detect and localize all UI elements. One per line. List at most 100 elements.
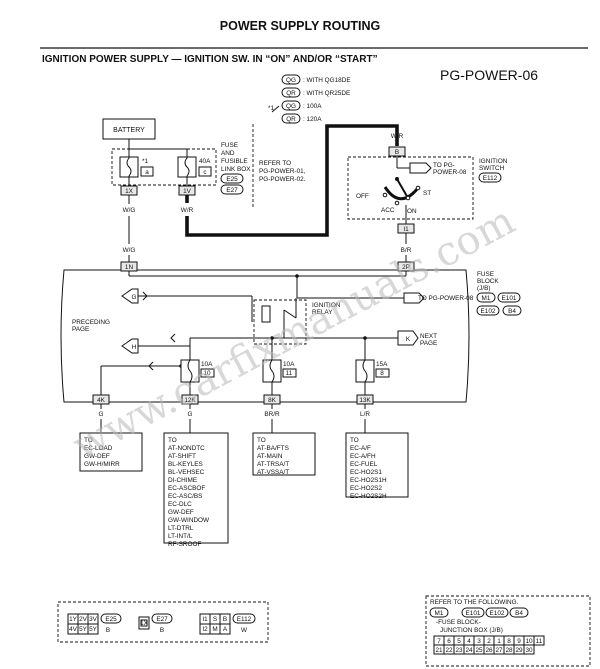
connector-code: E101 — [502, 295, 517, 302]
connector-view-e25: 1Y 2V 3V 4V 5Y 5Y E25 B — [67, 613, 122, 635]
jb-grid-label: 3 — [477, 638, 481, 645]
connector-code: E25 — [226, 176, 238, 183]
cell: S — [213, 616, 217, 623]
jb-grid-label: 5 — [457, 638, 461, 645]
flow-arrow — [170, 333, 176, 343]
jb-grid-label: 21 — [435, 647, 443, 654]
jb-grid-label: 7 — [437, 638, 441, 645]
wire-label-wg-lower: W/G — [123, 247, 136, 254]
fuse-block-label-2: BLOCK — [477, 278, 499, 285]
legend-badge-qg — [281, 74, 301, 85]
switch-contact-st — [415, 185, 421, 191]
fuse-block-label-3: (J/B) — [477, 285, 491, 292]
legend-text: : 100A — [303, 103, 322, 110]
switch-contact-off — [382, 192, 388, 198]
legend-badge-qr — [281, 113, 301, 124]
pin-label: I1 — [403, 226, 409, 233]
fusible-box-label-4: LINK BOX — [221, 166, 251, 173]
refer-text-1: REFER TO — [259, 160, 291, 167]
relay-to-label: TO PG-POWER-08 — [418, 295, 474, 302]
legend-code: QR — [286, 90, 296, 97]
connector-view-e112: I1 S B I2 M A E112 W — [199, 613, 256, 635]
switch-contact-on — [405, 195, 411, 201]
ignition-to-label-1: TO PG- — [433, 162, 455, 169]
legend-code: QR — [286, 116, 296, 123]
dest-line: GW-WINDOW — [168, 517, 210, 524]
cell: M — [212, 626, 217, 633]
dest-line: EC-HO2S2 — [350, 485, 382, 492]
pin-label: 8K — [268, 397, 277, 404]
jb-grid-cell — [523, 644, 535, 655]
junction-dot — [270, 336, 274, 340]
dest-line: EC-LOAD — [84, 445, 113, 452]
dest-line: GW-DEF — [84, 453, 110, 460]
dest-line: EC-ASC/BS — [168, 493, 202, 500]
fuse-10: 10A 10 — [180, 359, 215, 383]
dest-line: AT-SHIFT — [168, 453, 196, 460]
legend-bracket — [271, 105, 280, 113]
wire-label-br: B/R — [401, 247, 412, 254]
jb-grid-label: 2 — [487, 638, 491, 645]
dest-line: TO — [84, 437, 93, 444]
fusible-box-label-2: AND — [221, 150, 235, 157]
wire-label-wr-top: W/R — [391, 133, 404, 140]
refer-text-2: PG-POWER-01, — [259, 168, 306, 175]
next-page-label-2: PAGE — [420, 340, 437, 347]
jb-grid-label: 10 — [525, 638, 533, 645]
ignition-switch-label-1: IGNITION — [479, 158, 508, 165]
link-a-mark: *1 — [142, 158, 148, 165]
fusible-box-label-3: FUSIBLE — [221, 158, 248, 165]
dest-line: TO — [257, 437, 266, 444]
link-c-letter: c — [203, 169, 207, 176]
jb-grid-label: 22 — [445, 647, 453, 654]
switch-arc — [383, 186, 420, 201]
fusible-box-label-1: FUSE — [221, 142, 238, 149]
fuse-number: 10 — [203, 370, 211, 377]
fuse-rating: 10A — [201, 361, 213, 368]
dest-line: BL-KEYLES — [168, 461, 203, 468]
connector-code: B4 — [508, 308, 516, 315]
dest-line: AT-BA/FTS — [257, 445, 289, 452]
cell: 1Y — [69, 616, 78, 623]
link-c-rating: 40A — [199, 158, 211, 165]
pin-label: 2P — [402, 264, 410, 271]
connector-badge-e25 — [220, 173, 244, 184]
pin-label: 1N — [125, 264, 134, 271]
legend-text: : 120A — [303, 116, 322, 123]
dest-line: EC-HO2S1H — [350, 477, 387, 484]
jb-grid-label: 4 — [467, 638, 471, 645]
flow-arrow — [148, 361, 154, 371]
destination-box-3: TO AT-BA/FTS AT-MAIN AT-TRSA/T AT-VSSA/T — [252, 432, 316, 476]
connector-code: E112 — [237, 616, 252, 623]
switch-contact-acc — [394, 200, 400, 206]
cell: A — [223, 626, 228, 633]
refer-desc-1: -FUSE BLOCK- — [436, 619, 481, 626]
refer-badge-b4 — [509, 607, 529, 618]
switch-label-acc: ACC — [381, 207, 395, 214]
refer-badge-e102 — [485, 607, 509, 618]
connector-g-label: G — [132, 294, 137, 301]
wire-wr-main — [185, 124, 399, 237]
jb-grid-label: 9 — [517, 638, 521, 645]
dest-line: EC-FUEL — [350, 461, 378, 468]
relay-label-1: IGNITION — [312, 302, 341, 309]
destination-box-1: TO EC-LOAD GW-DEF GW-H/MIRR — [79, 432, 143, 472]
wire-label-wr: W/R — [181, 207, 194, 214]
jb-grid-label: 11 — [536, 638, 543, 645]
connector-color: B — [106, 627, 110, 634]
junction-dot — [363, 336, 367, 340]
refer-following-box — [425, 595, 591, 667]
option-legend: QG : WITH QG18DE QR : WITH QR25DE *1 QG … — [268, 74, 351, 124]
fuse-8: 15A 8 — [355, 359, 390, 383]
connector-code: M1 — [435, 610, 444, 617]
fuse-rating: 10A — [283, 361, 295, 368]
relay-label-2: RELAY — [312, 309, 333, 316]
fuse-rating: 15A — [376, 361, 388, 368]
refer-text-3: PG-POWER-02. — [259, 176, 306, 183]
refer-desc-2: JUNCTION BOX (J/B) — [440, 627, 503, 634]
cell: 5Y — [79, 626, 88, 633]
dest-line: LT-DTRL — [168, 525, 194, 532]
cell: B — [223, 616, 227, 623]
legend-code: QG — [286, 103, 296, 110]
cell: 3V — [89, 616, 98, 623]
